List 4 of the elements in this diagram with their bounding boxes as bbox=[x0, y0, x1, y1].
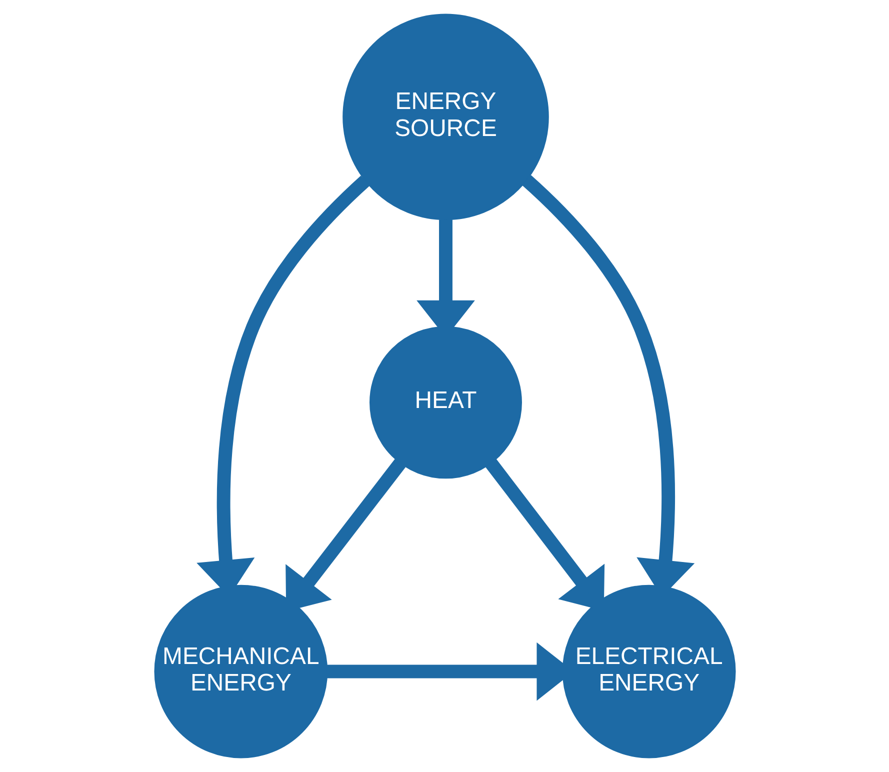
node-circle: ENERGY SOURCE bbox=[342, 14, 548, 220]
node-circle: ELECTRICAL ENERGY bbox=[562, 584, 736, 758]
node-circle: MECHANICAL ENERGY bbox=[154, 584, 328, 758]
node-circle: HEAT bbox=[369, 326, 522, 479]
